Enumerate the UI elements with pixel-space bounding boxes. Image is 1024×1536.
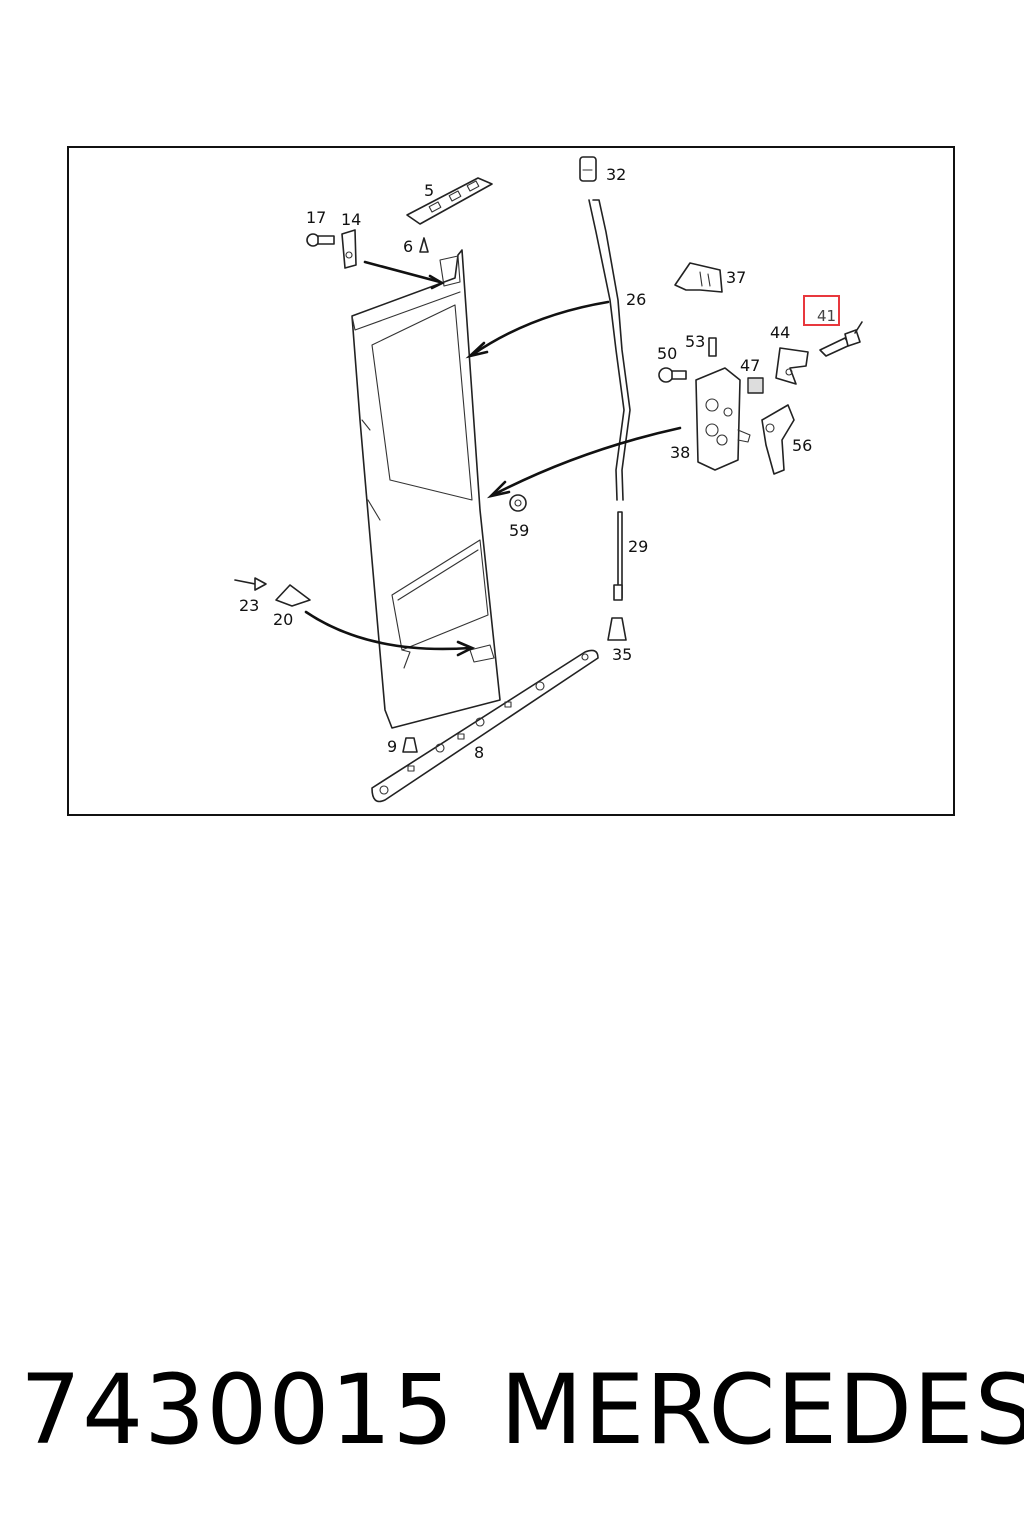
bottom-strip (371, 649, 599, 803)
clip-6 (419, 237, 429, 253)
callout-32: 32 (606, 165, 626, 184)
bumper-59 (509, 494, 527, 512)
bracket-37 (674, 262, 723, 293)
handle-56 (761, 404, 795, 475)
callout-50: 50 (657, 344, 677, 363)
pin-23 (234, 577, 267, 591)
callout-9: 9 (387, 737, 397, 756)
lock-38 (695, 367, 751, 471)
callout-5: 5 (424, 181, 434, 200)
clip-32 (579, 156, 597, 182)
top-strip (406, 177, 493, 225)
highlight-box (803, 295, 840, 326)
door-panel (351, 249, 501, 729)
callout-38: 38 (670, 443, 690, 462)
callout-44: 44 (770, 323, 790, 342)
callout-37: 37 (726, 268, 746, 287)
bracket-20 (275, 584, 311, 607)
screw-50 (658, 367, 687, 383)
callout-47: 47 (740, 356, 760, 375)
callout-labels: 32 5 17 14 6 37 26 41 44 53 50 47 38 56 … (239, 165, 840, 762)
callout-26: 26 (626, 290, 646, 309)
callout-23: 23 (239, 596, 259, 615)
part-number: 7430015 (20, 1354, 455, 1466)
nut-47 (747, 377, 764, 394)
callout-56: 56 (792, 436, 812, 455)
callout-14: 14 (341, 210, 361, 229)
lock-rods (588, 199, 631, 601)
diagram-frame (67, 146, 955, 816)
clip-9 (402, 737, 418, 753)
hinge-14 (341, 229, 357, 269)
callout-59: 59 (509, 521, 529, 540)
clip-35 (607, 617, 627, 641)
callout-20: 20 (273, 610, 293, 629)
callout-17: 17 (306, 208, 326, 227)
callout-35: 35 (612, 645, 632, 664)
callout-53: 53 (685, 332, 705, 351)
assembly-arrows (304, 260, 682, 657)
callout-41: 41 (817, 307, 836, 325)
callout-6: 6 (403, 237, 413, 256)
callout-8: 8 (474, 743, 484, 762)
pin-53 (708, 337, 717, 357)
bolt-17 (306, 233, 335, 247)
footer: 7430015 MERCEDES (0, 1355, 1024, 1465)
plate-44 (775, 347, 809, 385)
brand-name: MERCEDES (500, 1354, 1024, 1466)
bolt-41 (819, 321, 863, 357)
callout-29: 29 (628, 537, 648, 556)
